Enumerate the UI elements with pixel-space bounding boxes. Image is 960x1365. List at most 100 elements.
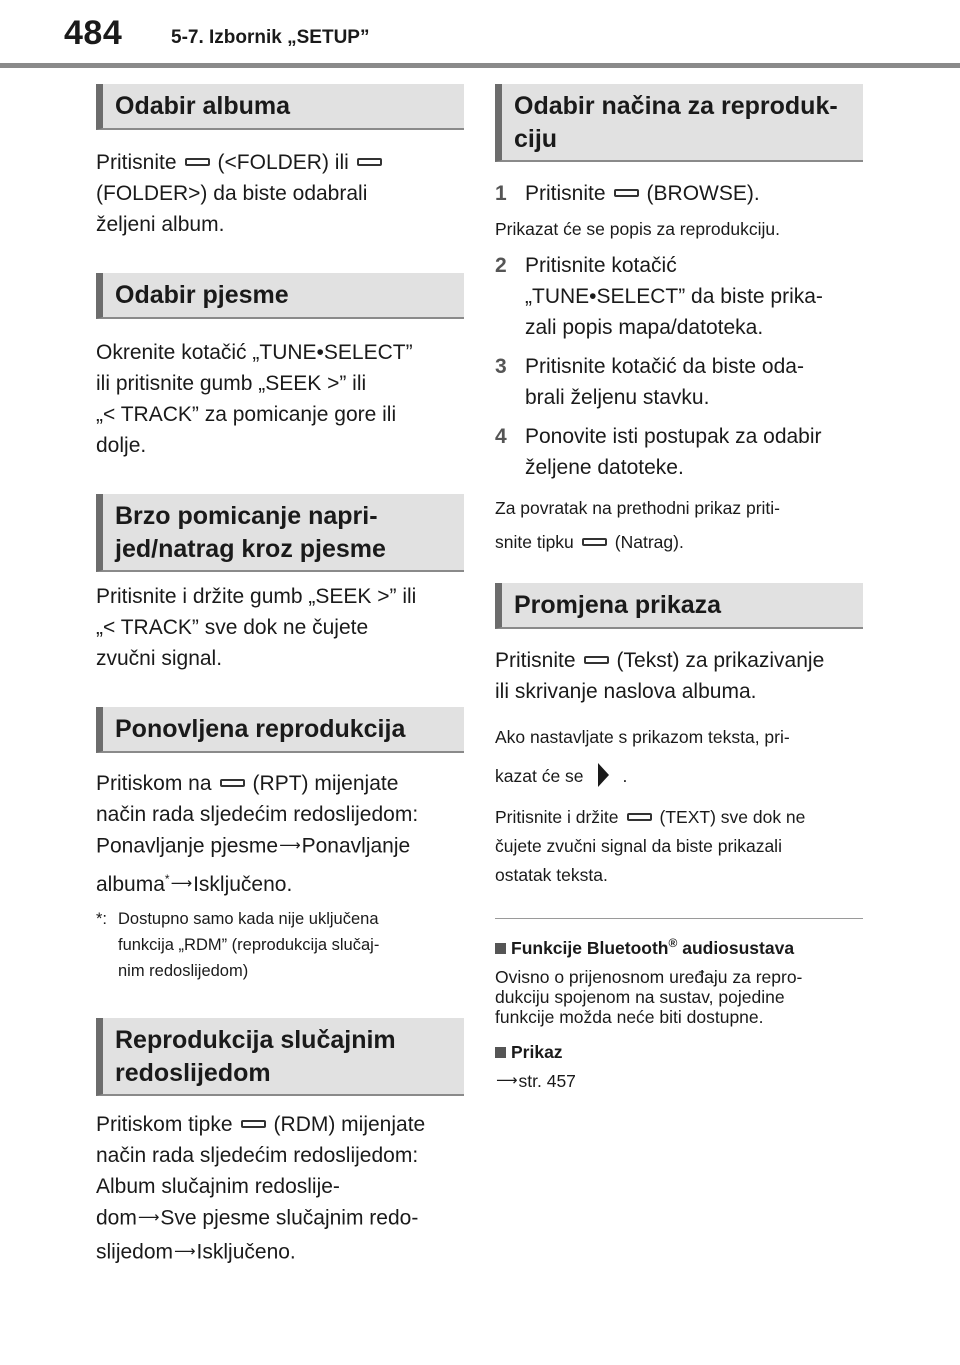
text: slijedom bbox=[96, 1241, 174, 1264]
step-1: 1 Pritisnite (BROWSE). bbox=[495, 178, 863, 209]
continue-note: Ako nastavljate s prikazom teksta, pri- … bbox=[495, 718, 863, 796]
text: „TUNE•SELECT” da biste prika- bbox=[525, 285, 823, 308]
text: kazat će se bbox=[495, 766, 584, 786]
heading-text: ciju bbox=[514, 125, 558, 153]
bluetooth-heading: Funkcije Bluetooth® audiosustava bbox=[495, 930, 863, 961]
text: (RPT) mijenjate bbox=[252, 772, 399, 795]
text: Pritisnite bbox=[96, 151, 177, 174]
text: „< TRACK” sve dok ne čujete bbox=[96, 616, 369, 639]
heading-change-display: Promjena prikaza bbox=[495, 583, 863, 629]
page-number: 484 bbox=[64, 14, 123, 52]
button-icon bbox=[356, 157, 382, 166]
arrow-icon: ⟶ bbox=[170, 875, 193, 893]
arrow-icon: ⟶ bbox=[496, 1071, 518, 1089]
heading-repeat: Ponovljena reprodukcija bbox=[96, 707, 464, 753]
right-column: Odabir načina za reproduk- ciju 1 Pritis… bbox=[495, 84, 863, 1094]
text: zvučni signal. bbox=[96, 647, 223, 670]
section-divider bbox=[495, 918, 863, 919]
text: (Natrag). bbox=[614, 532, 684, 552]
fast-forward-text: Pritisnite i držite gumb „SEEK >” ili „<… bbox=[96, 581, 464, 674]
display-heading: Prikaz bbox=[495, 1039, 863, 1065]
heading-track-select-text: Odabir pjesme bbox=[115, 281, 289, 309]
text: (BROWSE). bbox=[646, 182, 760, 205]
registered-mark: ® bbox=[668, 936, 678, 950]
heading-change-display-text: Promjena prikaza bbox=[514, 591, 722, 619]
step-number: 1 bbox=[495, 182, 507, 205]
text: dom bbox=[96, 1207, 137, 1230]
album-select-text: Pritisnite (<FOLDER) ili (FOLDER>) da bis… bbox=[96, 147, 464, 240]
button-icon bbox=[240, 1120, 266, 1129]
text: Ako nastavljate s prikazom teksta, pri- bbox=[495, 727, 790, 747]
text: (<FOLDER) ili bbox=[217, 151, 349, 174]
text: albuma bbox=[96, 873, 165, 896]
heading-play-mode: Odabir načina za reproduk- ciju bbox=[495, 84, 863, 162]
play-triangle-icon bbox=[597, 763, 609, 788]
step-1-note: Prikazat će se popis za reprodukciju. bbox=[495, 219, 780, 239]
text: Pritisnite kotačić bbox=[525, 254, 677, 277]
repeat-text: Pritiskom na(RPT) mijenjate način rada s… bbox=[96, 768, 464, 902]
step-2: 2 Pritisnite kotačić „TUNE•SELECT” da bi… bbox=[495, 250, 863, 343]
section-title: 5-7. Izbornik „SETUP” bbox=[171, 27, 370, 48]
text: . bbox=[622, 766, 628, 786]
square-bullet-icon bbox=[495, 942, 506, 954]
heading-track-select: Odabir pjesme bbox=[96, 273, 464, 319]
text: Pritisnite kotačić da biste oda- bbox=[525, 355, 804, 378]
text: Isključeno. bbox=[196, 1241, 296, 1264]
text: Ponavljanje pjesme bbox=[96, 834, 279, 858]
text: željeni album. bbox=[96, 213, 225, 236]
text: Prikaz bbox=[511, 1041, 563, 1062]
text: funkcija „RDM” (reprodukcija slučaj- bbox=[118, 936, 380, 955]
heading-text: Brzo pomicanje napri- bbox=[115, 502, 378, 530]
text: (FOLDER>) da biste odabrali bbox=[96, 182, 368, 205]
text: snite tipku bbox=[495, 532, 574, 552]
heading-repeat-text: Ponovljena reprodukcija bbox=[115, 715, 406, 743]
text: audiosustava bbox=[677, 937, 795, 958]
footnote: *: Dostupno samo kada nije uključena fun… bbox=[96, 906, 464, 984]
footnote-mark: *: bbox=[96, 910, 108, 929]
step-number: 2 bbox=[495, 254, 507, 277]
heading-text: Odabir načina za reproduk- bbox=[514, 92, 838, 120]
step-number: 4 bbox=[495, 425, 507, 448]
back-button-icon bbox=[581, 537, 607, 546]
text: Pritisnite i držite gumb „SEEK >” ili bbox=[96, 585, 417, 608]
step-4: 4 Ponovite isti postupak za odabir želje… bbox=[495, 421, 863, 483]
arrow-icon: ⟶ bbox=[279, 837, 301, 854]
page-reference[interactable]: ⟶str. 457 bbox=[495, 1071, 863, 1094]
text: ili skrivanje naslova albuma. bbox=[495, 680, 757, 703]
text: Isključeno. bbox=[193, 873, 293, 896]
text: „< TRACK” za pomicanje gore ili bbox=[96, 403, 397, 426]
back-note: Za povratak na prethodni prikaz priti- s… bbox=[495, 491, 863, 559]
heading-album-select-text: Odabir albuma bbox=[115, 92, 291, 120]
text: zali popis mapa/datoteka. bbox=[525, 316, 764, 339]
text: nim redoslijedom) bbox=[118, 962, 249, 981]
text: Pritisnite i držite bbox=[495, 807, 619, 827]
text: željene datoteke. bbox=[525, 456, 684, 479]
button-icon bbox=[184, 157, 210, 166]
heading-text: jed/natrag kroz pjesme bbox=[115, 535, 386, 563]
text: Dostupno samo kada nije uključena bbox=[118, 910, 379, 929]
text: Ponavljanje bbox=[301, 834, 411, 858]
step-number: 3 bbox=[495, 355, 507, 378]
text: Funkcije Bluetooth bbox=[511, 937, 669, 958]
text: (TEXT) sve dok ne bbox=[659, 807, 806, 827]
text: Pritisnite bbox=[495, 649, 576, 672]
arrow-icon: ⟶ bbox=[174, 1243, 196, 1261]
button-icon bbox=[626, 812, 652, 821]
text: (RDM) mijenjate bbox=[273, 1113, 426, 1137]
text: Ovisno o prijenosnom uređaju za repro- bbox=[495, 966, 803, 987]
bluetooth-text: Ovisno o prijenosnom uređaju za repro- d… bbox=[495, 967, 863, 1027]
random-text: Pritiskom tipke(RDM) mijenjate način rad… bbox=[96, 1109, 464, 1270]
text: Pritiskom tipke bbox=[96, 1113, 233, 1137]
button-icon bbox=[613, 188, 639, 197]
text: Ponovite isti postupak za odabir bbox=[525, 425, 822, 448]
hold-note: Pritisnite i držite(TEXT) sve dok ne čuj… bbox=[495, 803, 863, 890]
text: Pritiskom na bbox=[96, 772, 212, 795]
left-column: Odabir albuma Pritisnite (<FOLDER) ili (F… bbox=[96, 84, 464, 1270]
arrow-icon: ⟶ bbox=[137, 1209, 160, 1227]
text: Album slučajnim redoslije- bbox=[96, 1175, 340, 1199]
text: ostatak teksta. bbox=[495, 865, 608, 885]
text: Pritisnite bbox=[525, 182, 606, 205]
header-divider bbox=[0, 63, 960, 68]
text: Okrenite kotačić „TUNE•SELECT” bbox=[96, 341, 413, 364]
page-header: 484 5-7. Izbornik „SETUP” bbox=[0, 0, 960, 68]
